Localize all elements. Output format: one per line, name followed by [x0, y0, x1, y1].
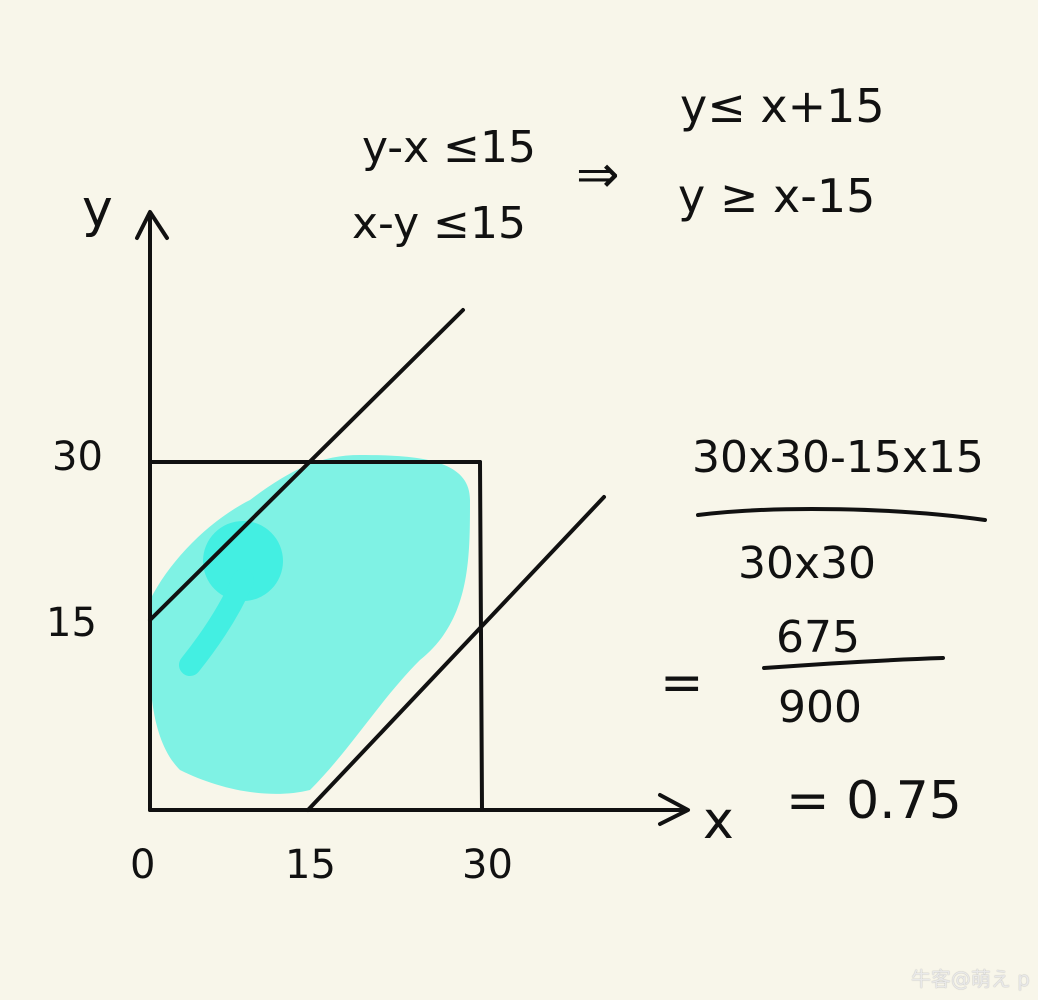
x-axis-label: x	[703, 791, 734, 851]
y-axis-arrowhead	[135, 210, 169, 240]
watermark: 牛客@萌え p	[910, 967, 1030, 991]
calc-second-fraction-bar	[762, 656, 945, 670]
region-fill	[150, 455, 470, 794]
axes	[135, 210, 690, 826]
square-right	[478, 460, 484, 812]
x-axis-arrowhead	[658, 793, 690, 826]
y-tick-15: 15	[46, 600, 97, 646]
implies-arrow: ⇒	[576, 145, 620, 205]
constraint-line-2: x-y ≤15	[352, 198, 526, 249]
calc-equals: =	[660, 653, 704, 713]
calc-frac-denominator: 900	[778, 682, 862, 733]
calc-fraction-bar	[696, 506, 987, 522]
sample-square	[148, 460, 484, 812]
region-highlight-stroke	[179, 569, 254, 676]
result-line-1: y≤ x+15	[680, 79, 885, 133]
x-tick-0: 0	[130, 842, 155, 888]
line-y-equals-x-plus-15	[148, 308, 465, 622]
calc-numerator: 30x30-15x15	[692, 432, 984, 483]
calc-frac-numerator: 675	[776, 612, 860, 663]
result-line-2: y ≥ x-15	[678, 169, 875, 223]
boundary-lines	[148, 308, 606, 812]
line-y-equals-x-minus-15	[306, 495, 606, 812]
y-axis-label: y	[82, 179, 113, 239]
y-tick-30: 30	[52, 434, 103, 480]
constraint-line-1: y-x ≤15	[362, 122, 536, 173]
x-tick-15: 15	[285, 842, 336, 888]
shaded-region	[150, 455, 470, 794]
x-tick-30: 30	[462, 842, 513, 888]
calc-denominator: 30x30	[738, 538, 876, 589]
calc-final-result: = 0.75	[786, 771, 962, 831]
region-highlight	[203, 521, 283, 601]
